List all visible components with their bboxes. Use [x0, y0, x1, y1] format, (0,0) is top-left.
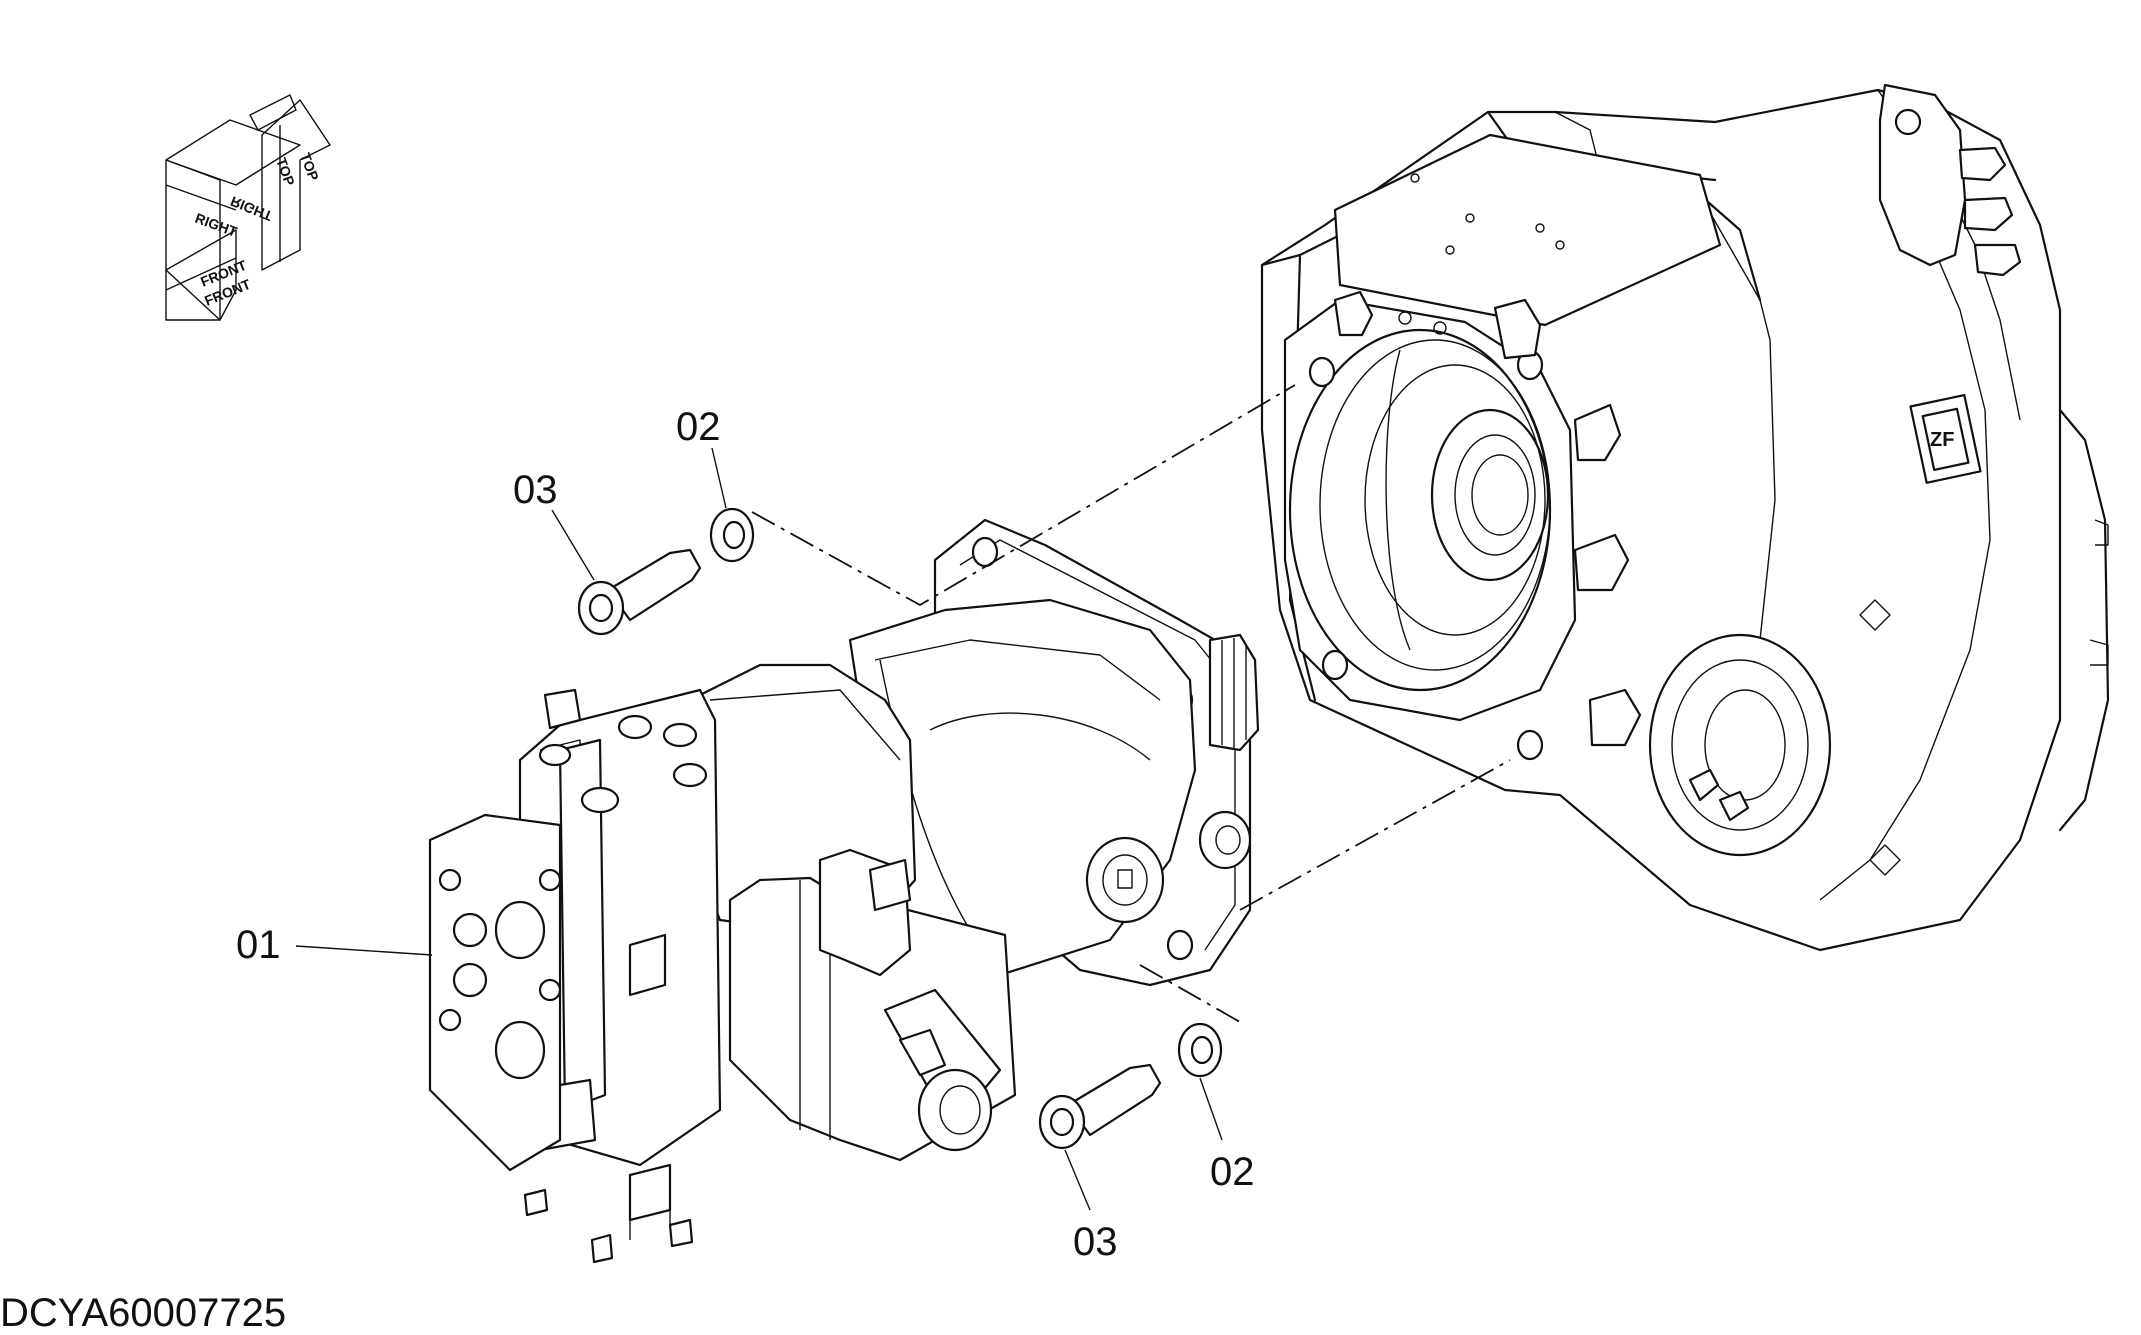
- assembly-center-lines: [751, 384, 1511, 1023]
- zf-emblem: [1909, 393, 1982, 484]
- orient-label-top-a: TOP: [273, 156, 298, 188]
- zf-emblem-label: ZF: [1930, 429, 1954, 451]
- callout-03-lower: 03: [1073, 1220, 1118, 1264]
- callout-01: 01: [236, 923, 281, 967]
- upper-fasteners: [577, 507, 755, 636]
- drawing-id: DCYA60007725: [0, 1291, 286, 1335]
- orient-label-right-mirror: RIGHT: [228, 193, 275, 224]
- hydraulic-motor: [428, 518, 1260, 1264]
- bolt-lower: [1038, 1063, 1162, 1150]
- orientation-indicator: RIGHT RIGHT TOP TOP FRONT FRONT: [165, 94, 331, 321]
- washer-lower: [1177, 1022, 1223, 1078]
- lower-fasteners: [1038, 1022, 1223, 1150]
- callout-02-lower: 02: [1210, 1150, 1255, 1194]
- callout-03-upper: 03: [513, 468, 558, 512]
- bolt-upper: [577, 548, 702, 636]
- transmission-housing: ZF: [1260, 83, 2110, 952]
- callout-02-upper: 02: [676, 405, 721, 449]
- orient-label-right: RIGHT: [193, 210, 240, 240]
- orient-label-top-b: TOP: [297, 151, 322, 183]
- washer-upper: [709, 507, 755, 563]
- leader-lines: [295, 447, 1223, 1211]
